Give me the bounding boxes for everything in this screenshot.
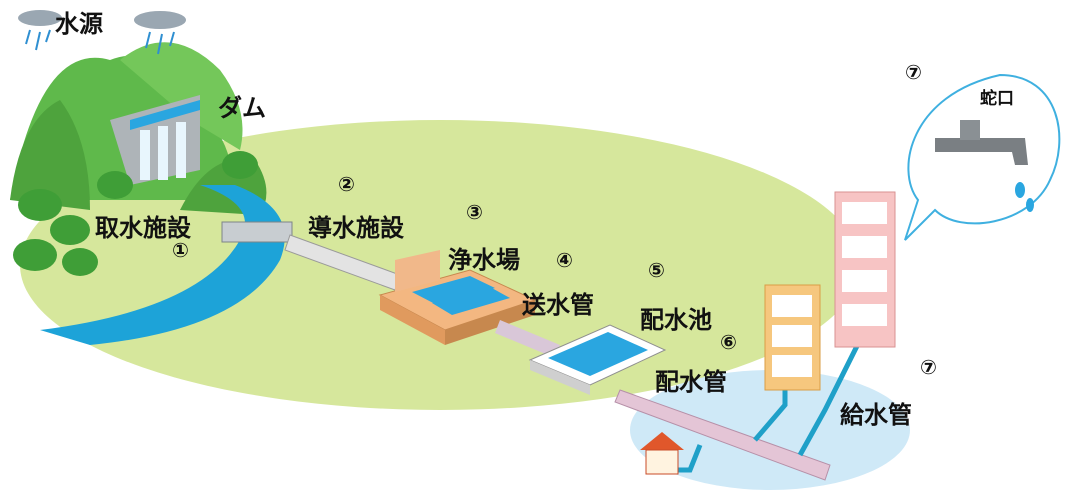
label-distribution: 配水管: [655, 368, 727, 396]
label-transmission-number: ④: [556, 248, 573, 272]
river: [40, 185, 285, 345]
house: [640, 432, 684, 475]
label-faucet-number: ⑦: [905, 60, 922, 84]
faucet-bubble: [904, 73, 1061, 241]
transmission-pipe: [495, 320, 560, 358]
label-intake-number: ①: [172, 238, 189, 262]
intake-structure: [221, 221, 293, 243]
building-orange: [764, 284, 821, 391]
distribution-pipe: [614, 389, 831, 481]
building-pink: [834, 191, 896, 348]
label-reservoir: 配水池: [640, 306, 712, 334]
label-intake: 取水施設: [95, 214, 191, 242]
rain-clouds: [18, 10, 186, 29]
label-service: 給水管: [840, 401, 912, 429]
label-treatment: 浄水場: [448, 246, 520, 274]
rain-drops: [25, 29, 175, 55]
label-treatment-number: ③: [466, 200, 483, 224]
label-service-number: ⑦: [920, 355, 937, 379]
distribution-reservoir: [528, 324, 667, 395]
label-conveyance: 導水施設: [308, 214, 404, 242]
label-dam: ダム: [218, 94, 266, 122]
dam: [110, 95, 200, 185]
distribution-zone: [630, 370, 910, 490]
label-source: 水源: [55, 10, 103, 38]
trees: [13, 151, 258, 276]
label-distribution-number: ⑥: [720, 330, 737, 354]
label-reservoir-number: ⑤: [648, 258, 665, 282]
treatment-plant: [378, 250, 537, 345]
label-faucet: 蛇口: [980, 89, 1014, 109]
label-transmission: 送水管: [522, 291, 594, 319]
label-conveyance-number: ②: [338, 172, 355, 196]
